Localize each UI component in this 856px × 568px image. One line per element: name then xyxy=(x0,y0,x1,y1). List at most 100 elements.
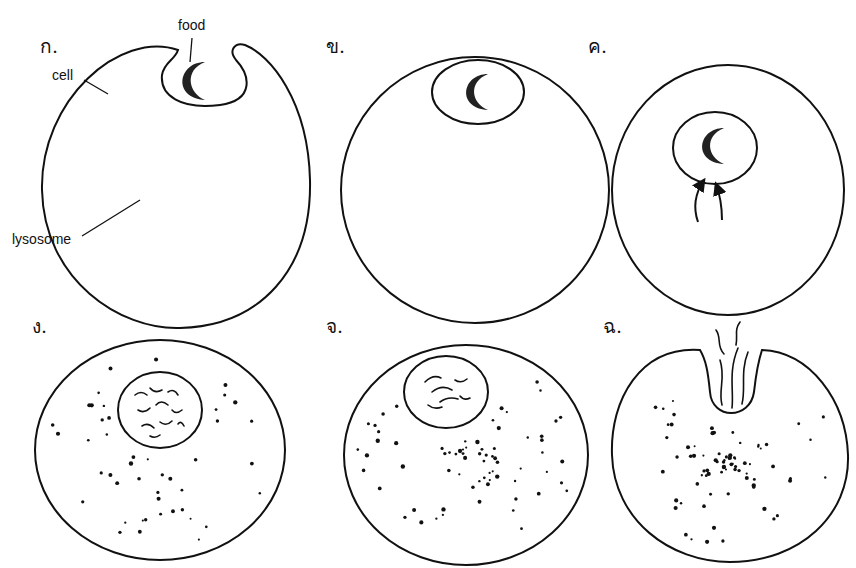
digestion-product-dot xyxy=(654,406,658,410)
digestion-product-dot xyxy=(138,530,142,534)
digestion-product-dot xyxy=(215,408,218,411)
food-particle xyxy=(466,74,488,110)
digestion-product-dot xyxy=(732,463,734,465)
panel-letter: ง. xyxy=(32,316,47,337)
digestion-product-dot xyxy=(809,438,811,440)
panel-letter: จ. xyxy=(326,316,343,337)
digestion-product-dot xyxy=(725,455,728,458)
digestion-product-dot xyxy=(394,441,398,445)
digestion-product-dot xyxy=(462,452,465,455)
digestion-product-dot xyxy=(401,464,405,468)
digestion-product-dot xyxy=(154,357,158,361)
digestion-product-dot xyxy=(107,416,111,420)
digestion-product-dot xyxy=(709,493,712,496)
digestion-product-dot xyxy=(419,520,423,524)
digestion-product-dot xyxy=(734,465,737,468)
digestion-product-dot xyxy=(712,526,716,530)
digestion-product-dot xyxy=(448,451,451,454)
digestion-product-dot xyxy=(223,393,226,396)
digestion-product-dot xyxy=(194,458,198,462)
digestion-product-dot xyxy=(745,476,749,480)
digestion-product-dot xyxy=(674,498,678,502)
digestion-product-dot xyxy=(725,468,727,470)
digestion-product-dot xyxy=(702,504,706,508)
digestion-product-dot xyxy=(493,447,496,450)
digestion-product-dot xyxy=(443,452,446,455)
digestion-product-dot xyxy=(168,477,172,481)
digestion-product-dot xyxy=(181,489,184,492)
panel-letter: ฉ. xyxy=(603,316,622,337)
digestion-product-dot xyxy=(540,438,544,442)
digestion-product-dot xyxy=(216,419,219,422)
panel-letter: ก. xyxy=(40,36,58,57)
digestion-product-dot xyxy=(743,461,747,465)
digestion-product-dot xyxy=(731,431,734,434)
digestion-product-dot xyxy=(757,444,759,446)
digestion-product-dot xyxy=(718,452,721,455)
digestion-product-dot xyxy=(560,459,564,463)
digestion-product-dot xyxy=(752,486,755,489)
food-vacuole xyxy=(404,356,488,428)
leader-line xyxy=(82,200,140,236)
digestion-product-dot xyxy=(478,452,481,455)
digestion-product-dot xyxy=(514,497,517,500)
digestion-product-dot xyxy=(746,472,748,474)
digestion-product-dot xyxy=(223,383,227,387)
panel-letter: ค. xyxy=(588,36,607,57)
digestion-product-dot xyxy=(495,474,499,478)
digestion-product-dot xyxy=(97,392,100,395)
enzyme-arrow xyxy=(716,184,722,220)
digestion-product-dot xyxy=(565,489,568,492)
digestion-product-dot xyxy=(377,430,380,433)
digestion-product-dot xyxy=(454,453,457,456)
digestion-product-dot xyxy=(824,476,826,478)
digestion-product-dot xyxy=(365,453,369,457)
digestion-product-dot xyxy=(471,485,475,489)
digestion-product-dot xyxy=(447,469,451,473)
digestion-product-dot xyxy=(488,472,490,474)
digestion-product-dot xyxy=(118,531,121,534)
digestion-product-dot xyxy=(674,506,678,510)
digestion-product-dot xyxy=(56,432,60,436)
digestion-product-dot xyxy=(137,477,141,481)
digestion-product-dot xyxy=(739,442,741,444)
digestion-product-dot xyxy=(81,500,84,503)
digestion-product-dot xyxy=(435,517,437,519)
digestion-product-dot xyxy=(537,492,541,496)
digestion-product-dot xyxy=(205,526,208,529)
digestion-product-dot xyxy=(464,440,466,442)
digestion-product-dot xyxy=(535,380,539,384)
digestion-product-dot xyxy=(478,480,480,482)
digestion-product-dot xyxy=(721,539,724,542)
digestion-product-dot xyxy=(147,458,149,460)
digestion-product-dot xyxy=(480,448,483,451)
digestion-product-dot xyxy=(520,467,522,469)
digestion-product-dot xyxy=(776,514,779,517)
digestion-product-dot xyxy=(440,447,443,450)
digestion-product-dot xyxy=(554,419,557,422)
digestion-product-dot xyxy=(131,455,135,459)
digestion-product-dot xyxy=(749,463,751,465)
digestion-product-dot xyxy=(710,431,714,435)
cell-outline xyxy=(42,44,310,328)
digestion-product-dot xyxy=(378,486,382,490)
part-label: food xyxy=(178,18,205,33)
digestion-product-dot xyxy=(161,473,164,476)
digestion-product-dot xyxy=(51,423,55,427)
digestion-product-dot xyxy=(87,439,90,442)
digestion-product-dot xyxy=(478,500,482,504)
digestion-product-dot xyxy=(106,433,108,435)
digestion-product-dot xyxy=(492,419,495,422)
digestion-product-dot xyxy=(441,507,445,511)
digestion-product-dot xyxy=(381,412,385,416)
digestion-product-dot xyxy=(458,449,462,453)
food-vacuole xyxy=(673,112,757,184)
digestion-product-dot xyxy=(500,406,504,410)
digestion-product-dot xyxy=(684,533,688,537)
digestion-product-dot xyxy=(797,422,800,425)
digestion-product-dot xyxy=(233,400,237,404)
digestion-product-dot xyxy=(412,508,416,512)
digestion-product-dot xyxy=(103,405,105,407)
digestion-product-dot xyxy=(362,469,366,473)
digestion-product-dot xyxy=(497,426,501,430)
